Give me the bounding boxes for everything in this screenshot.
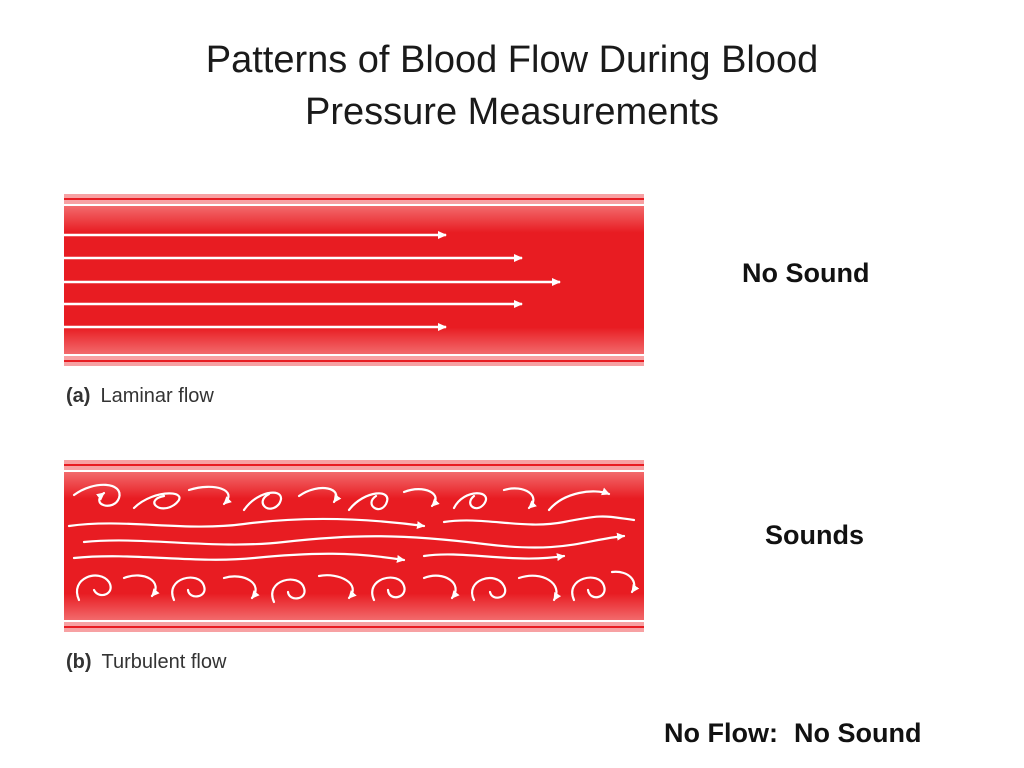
label-no-flow: No Flow: No Sound xyxy=(664,718,921,749)
flow-swirl xyxy=(187,485,232,506)
turbulent-flow-diagram xyxy=(64,460,644,632)
flow-swirl xyxy=(271,578,306,604)
laminar-flow-diagram xyxy=(64,194,644,366)
label-sounds: Sounds xyxy=(765,520,864,550)
flow-swirl xyxy=(132,492,181,510)
flow-swirl xyxy=(317,574,357,600)
flow-streak xyxy=(82,532,626,549)
flow-swirl xyxy=(171,576,206,602)
flow-swirl xyxy=(452,492,488,510)
title-line-2: Pressure Measurements xyxy=(305,91,719,133)
caption-laminar: (a) Laminar flow xyxy=(66,385,214,408)
caption-letter: (a) xyxy=(66,385,91,407)
label-no-sound: No Sound xyxy=(742,258,870,288)
flow-swirl xyxy=(72,483,121,507)
caption-turbulent: (b) Turbulent flow xyxy=(66,651,226,674)
flow-swirl xyxy=(402,488,440,508)
flow-streak xyxy=(442,515,636,526)
flow-swirl xyxy=(347,492,389,512)
flow-swirl xyxy=(122,574,160,598)
caption-text: Turbulent flow xyxy=(101,651,227,673)
flow-swirl xyxy=(422,574,460,600)
flow-swirl xyxy=(571,576,606,602)
flow-streak xyxy=(422,553,566,562)
no-flow-text: No Flow: xyxy=(664,718,778,748)
flow-swirl xyxy=(75,574,112,602)
flow-swirl xyxy=(502,487,537,510)
turbulent-swirls xyxy=(67,483,640,604)
slide-title: Patterns of Blood Flow During Blood Pres… xyxy=(0,34,1024,138)
flow-streak xyxy=(72,552,406,563)
flow-swirl xyxy=(610,570,640,594)
no-sound-text: No Sound xyxy=(793,718,922,748)
flow-swirl xyxy=(371,576,406,602)
caption-text: Laminar flow xyxy=(100,385,214,407)
flow-swirl xyxy=(222,575,260,600)
flow-swirl xyxy=(242,491,283,512)
flow-swirl xyxy=(297,487,342,504)
vessel-lumen xyxy=(64,206,644,354)
flow-streak xyxy=(67,517,426,530)
flow-swirl xyxy=(517,574,562,602)
caption-letter: (b) xyxy=(66,651,92,673)
flow-swirl xyxy=(547,487,611,512)
title-line-1: Patterns of Blood Flow During Blood xyxy=(205,39,819,81)
flow-swirl xyxy=(471,576,507,602)
